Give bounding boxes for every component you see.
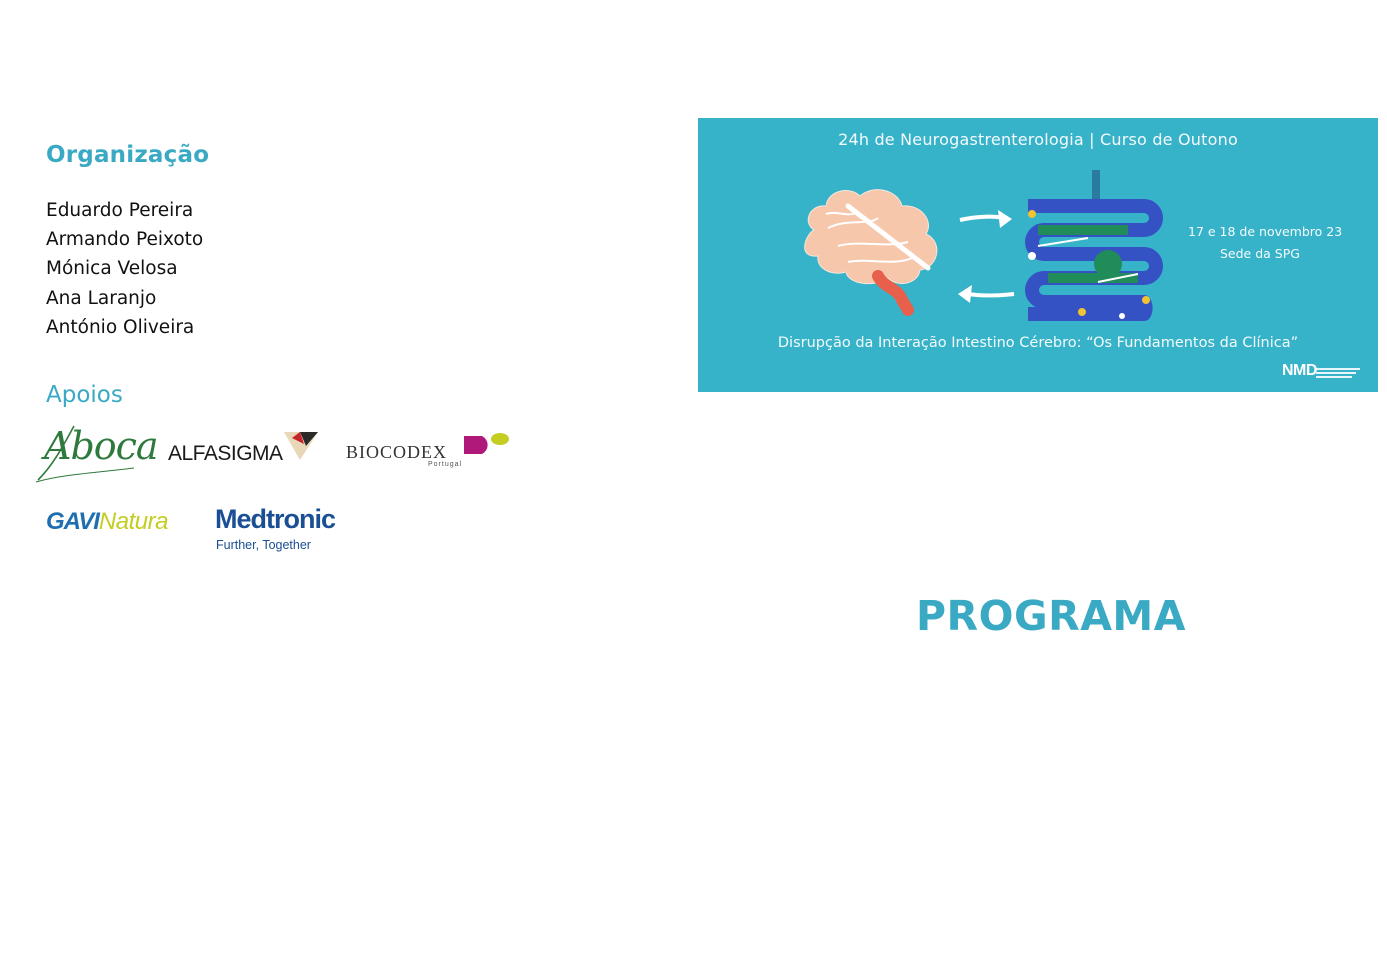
alfasigma-wordmark: ALFASIGMA: [168, 442, 283, 465]
biocodex-subtitle: Portugal: [428, 461, 463, 468]
intestine-icon: [1025, 170, 1163, 321]
medtronic-logo: Medtronic Further, Together: [215, 504, 375, 554]
gavinatura-logo: GAVINatura: [46, 508, 206, 538]
nmd-caption-icon: [1316, 368, 1360, 378]
organizacao-heading: Organização: [46, 142, 210, 168]
alfasigma-logo: ALFASIGMA: [168, 430, 323, 470]
nmd-logo: NMD: [1282, 362, 1317, 379]
list-item: Ana Laranjo: [46, 287, 157, 309]
programa-title: PROGRAMA: [916, 592, 1186, 640]
aboca-logo: Aboca: [34, 424, 159, 484]
brain-icon: [804, 189, 938, 316]
arrow-left-icon: [958, 285, 1015, 303]
aboca-wordmark: Aboca: [44, 424, 159, 468]
gavi-wordmark: GAVI: [46, 508, 100, 535]
biocodex-mark-icon: [464, 433, 509, 454]
apoios-heading: Apoios: [46, 382, 123, 408]
aboca-leaf-icon: [35, 425, 135, 483]
biocodex-wordmark: BIOCODEX: [346, 442, 447, 462]
event-banner: 24h de Neurogastrenterologia | Curso de …: [698, 118, 1378, 392]
banner-subtitle: Disrupção da Interação Intestino Cérebro…: [777, 335, 1299, 351]
brain-gut-illustration: [804, 170, 1360, 378]
arrow-right-icon: [959, 210, 1012, 228]
alfasigma-mark-icon: [284, 432, 318, 460]
biocodex-logo: BIOCODEX Portugal: [346, 432, 516, 472]
list-item: Eduardo Pereira: [46, 200, 194, 221]
list-item: Mónica Velosa: [46, 258, 178, 280]
natura-wordmark: Natura: [98, 508, 169, 535]
medtronic-tagline: Further, Together: [216, 538, 311, 552]
organizacao-list: Eduardo Pereira Armando Peixoto Mónica V…: [46, 196, 203, 342]
banner-place: Sede da SPG: [1220, 246, 1300, 261]
banner-title: 24h de Neurogastrenterologia | Curso de …: [838, 130, 1238, 149]
banner-date: 17 e 18 de novembro 23: [1188, 224, 1343, 239]
list-item: António Oliveira: [46, 316, 195, 338]
medtronic-wordmark: Medtronic: [215, 504, 336, 534]
list-item: Armando Peixoto: [46, 229, 204, 251]
